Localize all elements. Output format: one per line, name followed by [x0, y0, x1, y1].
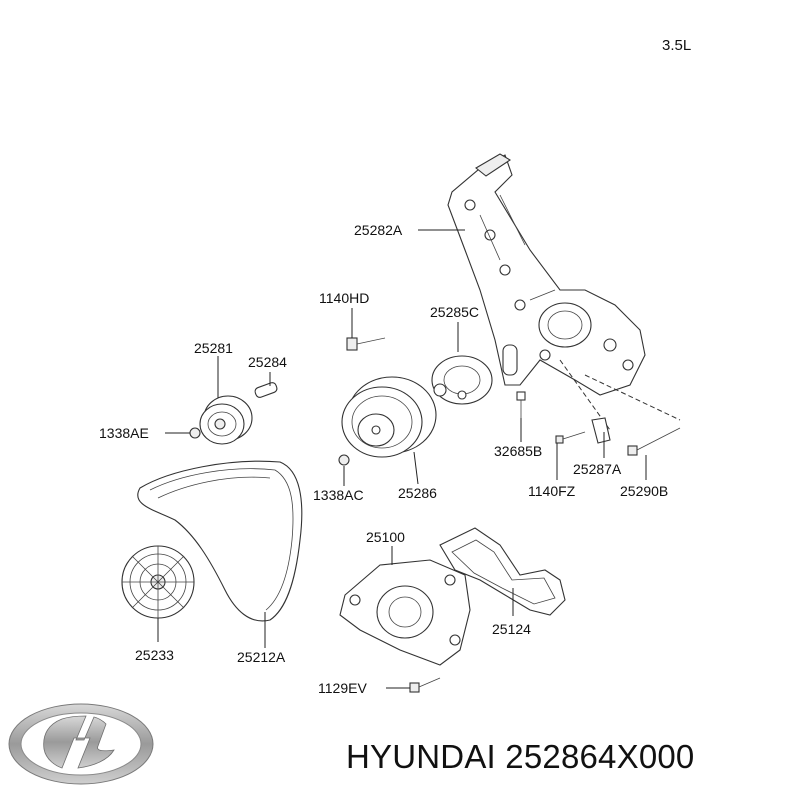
label-25212a: 25212A — [237, 649, 286, 665]
leader-lines — [157, 229, 647, 689]
bolt-25290b — [627, 427, 681, 456]
bolt-32685b — [516, 391, 526, 418]
label-25282a: 25282A — [354, 222, 403, 238]
label-1338ae: 1338AE — [99, 425, 149, 441]
nut-1338ae — [189, 427, 201, 439]
label-25100: 25100 — [366, 529, 405, 545]
dash-line-bracket — [584, 374, 681, 421]
fan-clutch-25233 — [121, 545, 195, 619]
label-32685b: 32685B — [494, 443, 542, 459]
belt-25212a — [137, 460, 303, 622]
label-25290b: 25290B — [620, 483, 668, 499]
idler-25285c — [431, 355, 493, 405]
nut-1338ac — [338, 454, 350, 466]
bolt-1140hd — [346, 337, 386, 351]
bolt-1129ev — [409, 677, 441, 693]
dash-line-bracket-2 — [559, 359, 611, 431]
label-25281: 25281 — [194, 340, 233, 356]
label-1129ev: 1129EV — [318, 680, 367, 696]
hyundai-logo — [8, 703, 154, 785]
pulley-25286 — [341, 376, 437, 458]
clip-25287a — [591, 417, 611, 444]
label-25286: 25286 — [398, 485, 437, 501]
water-pump-25100 — [339, 559, 471, 666]
bolt-1140fz — [555, 431, 586, 444]
gasket-25124 — [439, 527, 566, 616]
label-25284: 25284 — [248, 354, 287, 370]
label-25285c: 25285C — [430, 304, 479, 320]
engine-label: 3.5L — [662, 37, 691, 54]
idler-pulley-25281 — [199, 395, 253, 445]
label-1338ac: 1338AC — [313, 487, 364, 503]
label-25124: 25124 — [492, 621, 531, 637]
label-1140fz: 1140FZ — [528, 483, 576, 499]
brand-part-number: HYUNDAI 252864X000 — [346, 738, 695, 775]
label-25233: 25233 — [135, 647, 174, 663]
label-25287a: 25287A — [573, 461, 622, 477]
bracket-25282a — [447, 153, 646, 396]
label-1140hd: 1140HD — [319, 290, 369, 306]
spacer-25284 — [254, 382, 278, 398]
